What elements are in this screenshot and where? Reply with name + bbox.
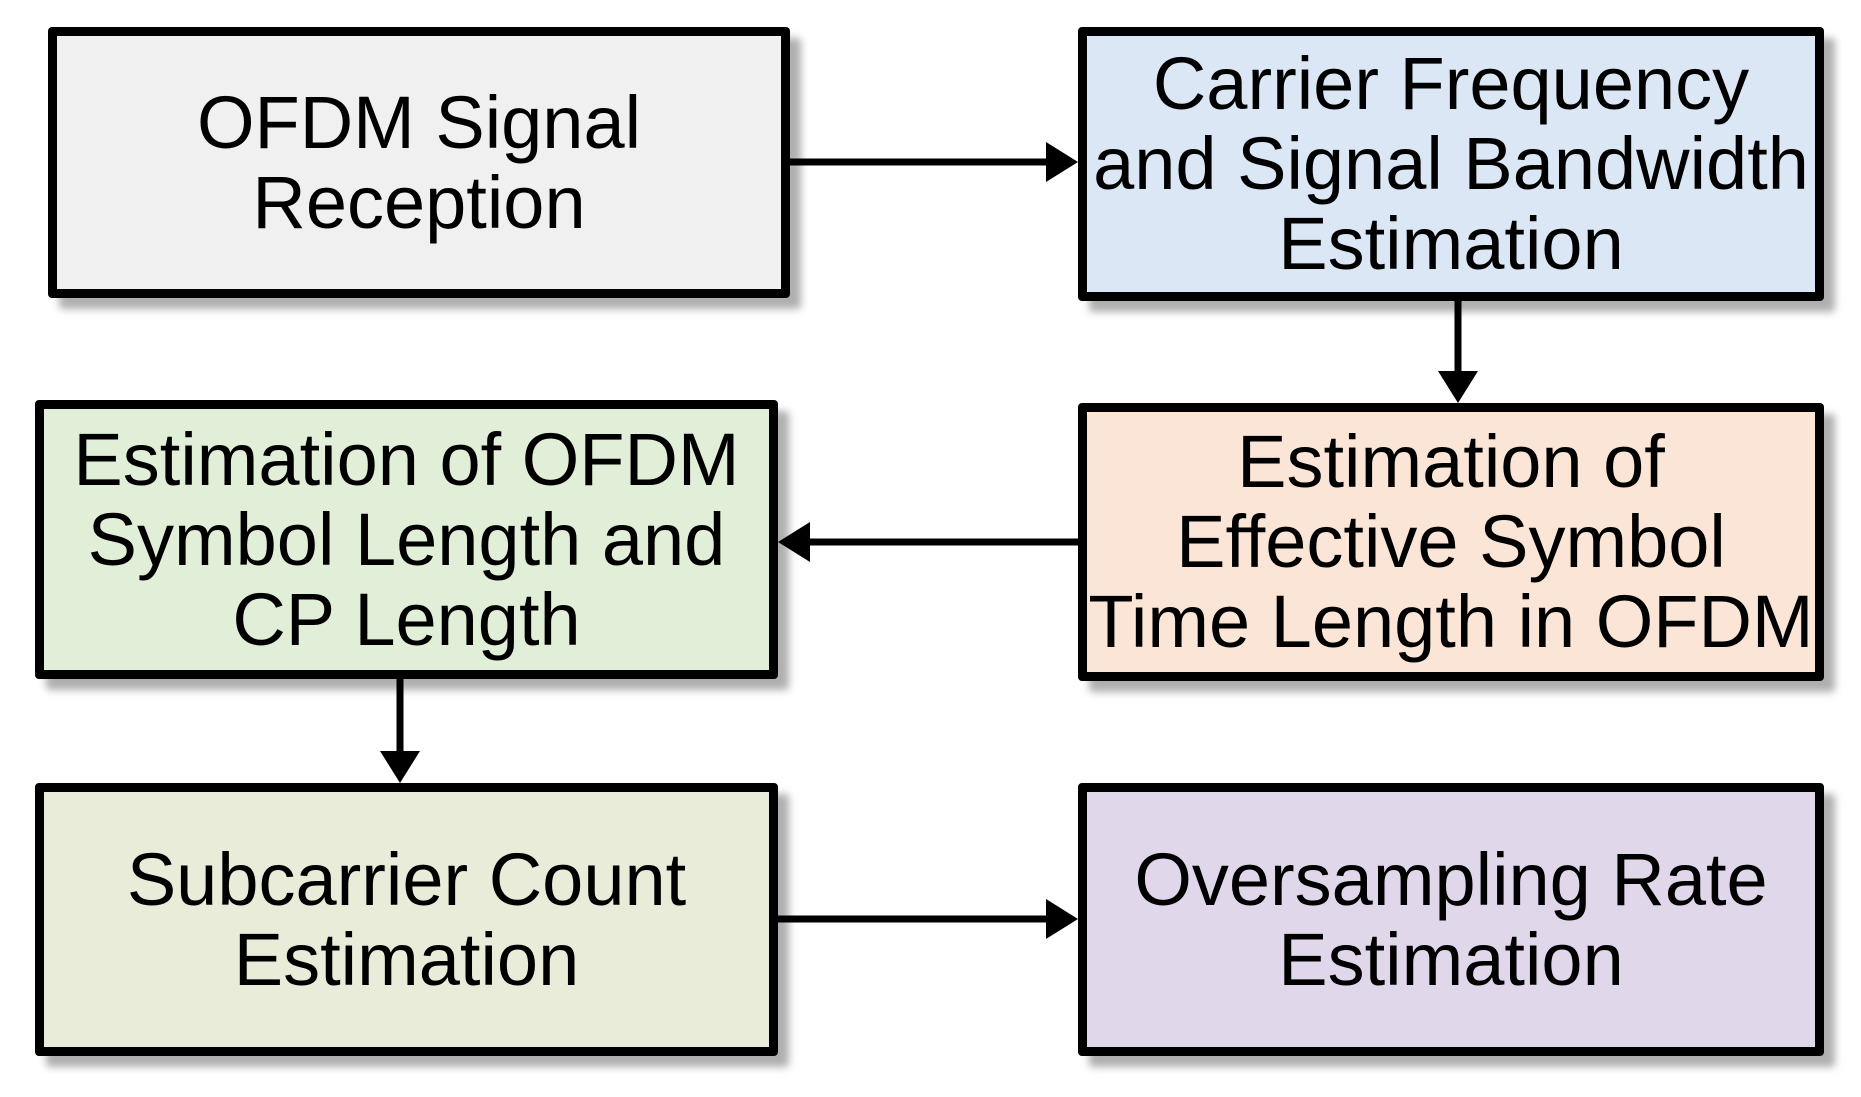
node-label-line: Reception (252, 160, 586, 244)
node-ofdm-signal-reception: OFDM Signal Reception (48, 27, 790, 298)
node-estimation-of-effective-symbol-time-length-in-ofdm: Estimation of Effective Symbol Time Leng… (1078, 403, 1824, 681)
arrow-symbol-cp-length-to-subcarrier-count-icon (380, 677, 420, 783)
node-label-line: Time Length in OFDM (1088, 580, 1814, 663)
node-label-line: and Signal Bandwidth (1093, 122, 1809, 205)
arrow-effective-symbol-to-symbol-cp-length-icon (778, 522, 1080, 562)
node-label-line: Estimation of (1237, 420, 1665, 503)
node-carrier-frequency-and-signal-bandwidth-estimation: Carrier Frequency and Signal Bandwidth E… (1078, 27, 1824, 301)
node-label-line: Subcarrier Count (126, 837, 687, 921)
node-label-line: Estimation (1278, 202, 1624, 285)
node-label-line: Estimation of OFDM (73, 417, 740, 501)
node-label-line: Estimation (1278, 917, 1624, 1001)
node-label-line: Oversampling Rate (1134, 837, 1768, 921)
node-label-line: Effective Symbol (1176, 500, 1726, 583)
node-oversampling-rate-estimation: Oversampling Rate Estimation (1078, 783, 1824, 1056)
arrow-carrier-frequency-to-effective-symbol-icon (1438, 299, 1478, 403)
node-label-line: Estimation (233, 917, 580, 1001)
node-subcarrier-count-estimation: Subcarrier Count Estimation (35, 783, 778, 1056)
node-label-line: CP Length (232, 577, 581, 661)
node-estimation-of-ofdm-symbol-length-and-cp-length: Estimation of OFDM Symbol Length and CP … (35, 400, 778, 679)
arrow-subcarrier-count-to-oversampling-rate-icon (776, 899, 1078, 939)
node-label-line: Carrier Frequency (1152, 42, 1750, 125)
node-label-line: OFDM Signal (196, 80, 642, 164)
arrow-reception-to-carrier-frequency-icon (788, 142, 1078, 182)
node-label-line: Symbol Length and (87, 497, 726, 581)
